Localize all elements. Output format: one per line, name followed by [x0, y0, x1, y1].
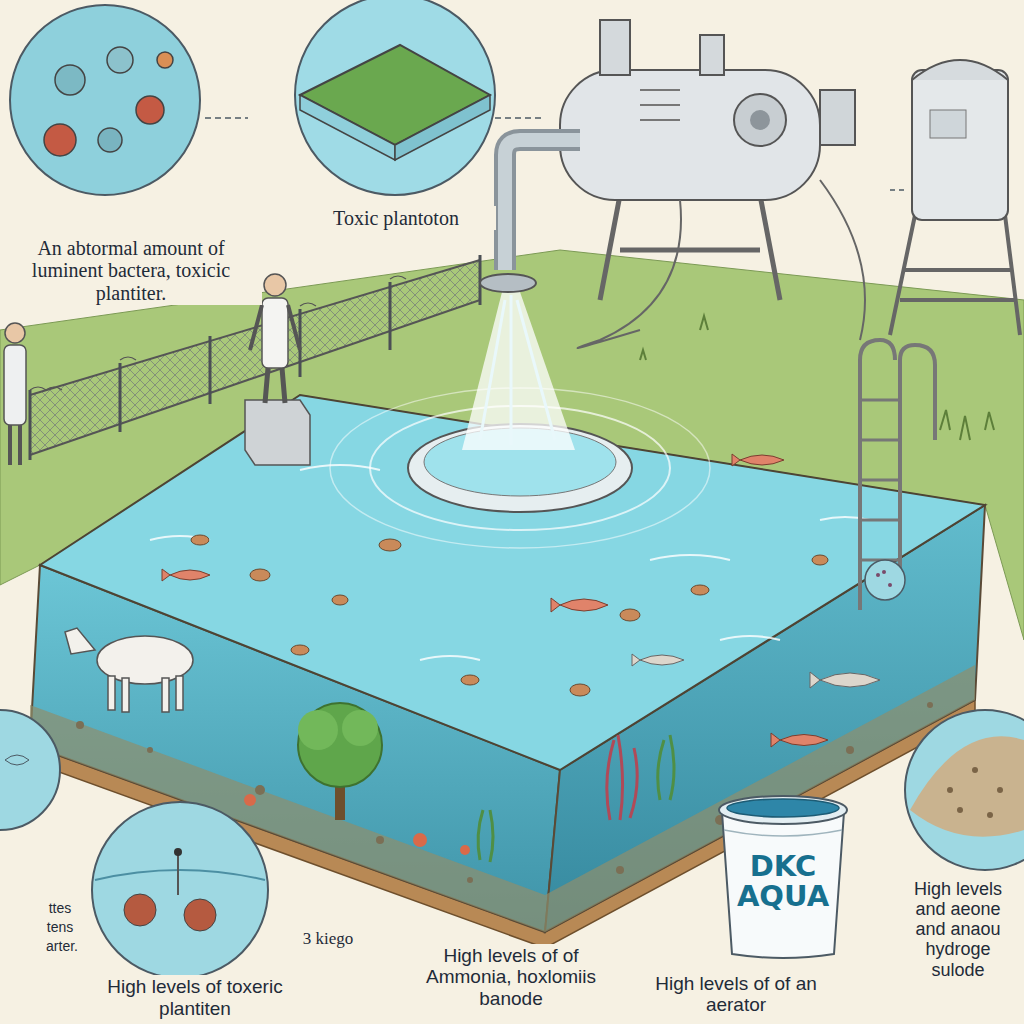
partial-label: tens	[34, 919, 86, 937]
partial-label: ttes	[34, 900, 86, 918]
callout-label: 3 kiego	[278, 928, 378, 949]
callout-label: An abtormal amount of luminent bactera, …	[0, 236, 262, 305]
bucket-container: DKC AQUA	[716, 790, 850, 960]
callout-label: High levels of toxeric plantiten	[80, 975, 310, 1020]
callout-label: High levels of of Ammonia, hoxlomiis ban…	[398, 944, 624, 1010]
brand-text: DKC AQUA	[724, 851, 842, 912]
callout-label: High levels and aeone and anaou hydroge …	[896, 878, 1020, 981]
callout-label: Toxic plantoton	[296, 206, 496, 230]
bucket-text-area: DKC AQUA	[716, 851, 850, 912]
partial-label: arter.	[34, 938, 90, 956]
callout-label: High levels of of an aerator	[636, 972, 836, 1017]
